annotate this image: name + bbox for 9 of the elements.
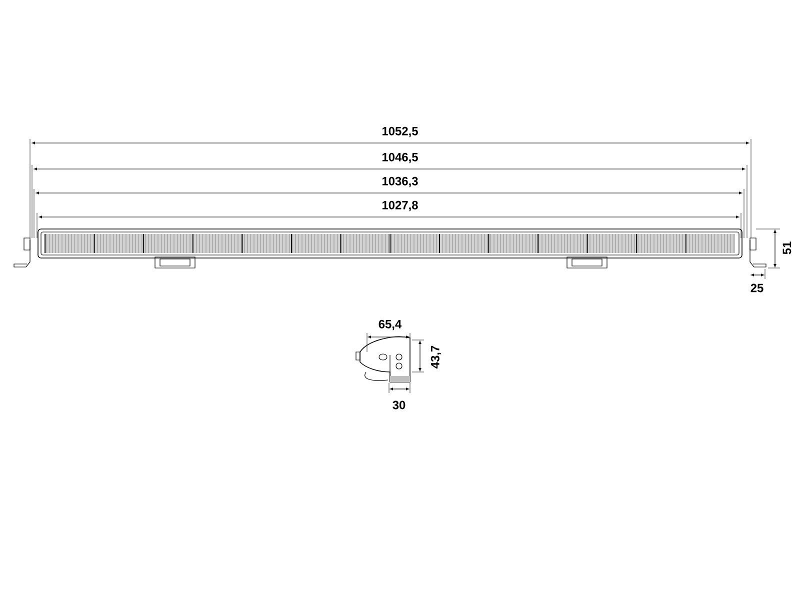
dimension-label: 25 [750,284,764,292]
dimension-label: 43,7 [430,346,442,368]
dimension-label: 1027,8 [382,200,418,212]
dimension-label: 1046,5 [382,152,418,164]
dimension-label: 1052,5 [382,126,418,138]
dimension-label: 51 [782,242,792,254]
dimension-label: 30 [392,400,406,410]
dimension-label: 65,4 [378,320,402,330]
dimension-label: 1036,3 [382,176,418,188]
